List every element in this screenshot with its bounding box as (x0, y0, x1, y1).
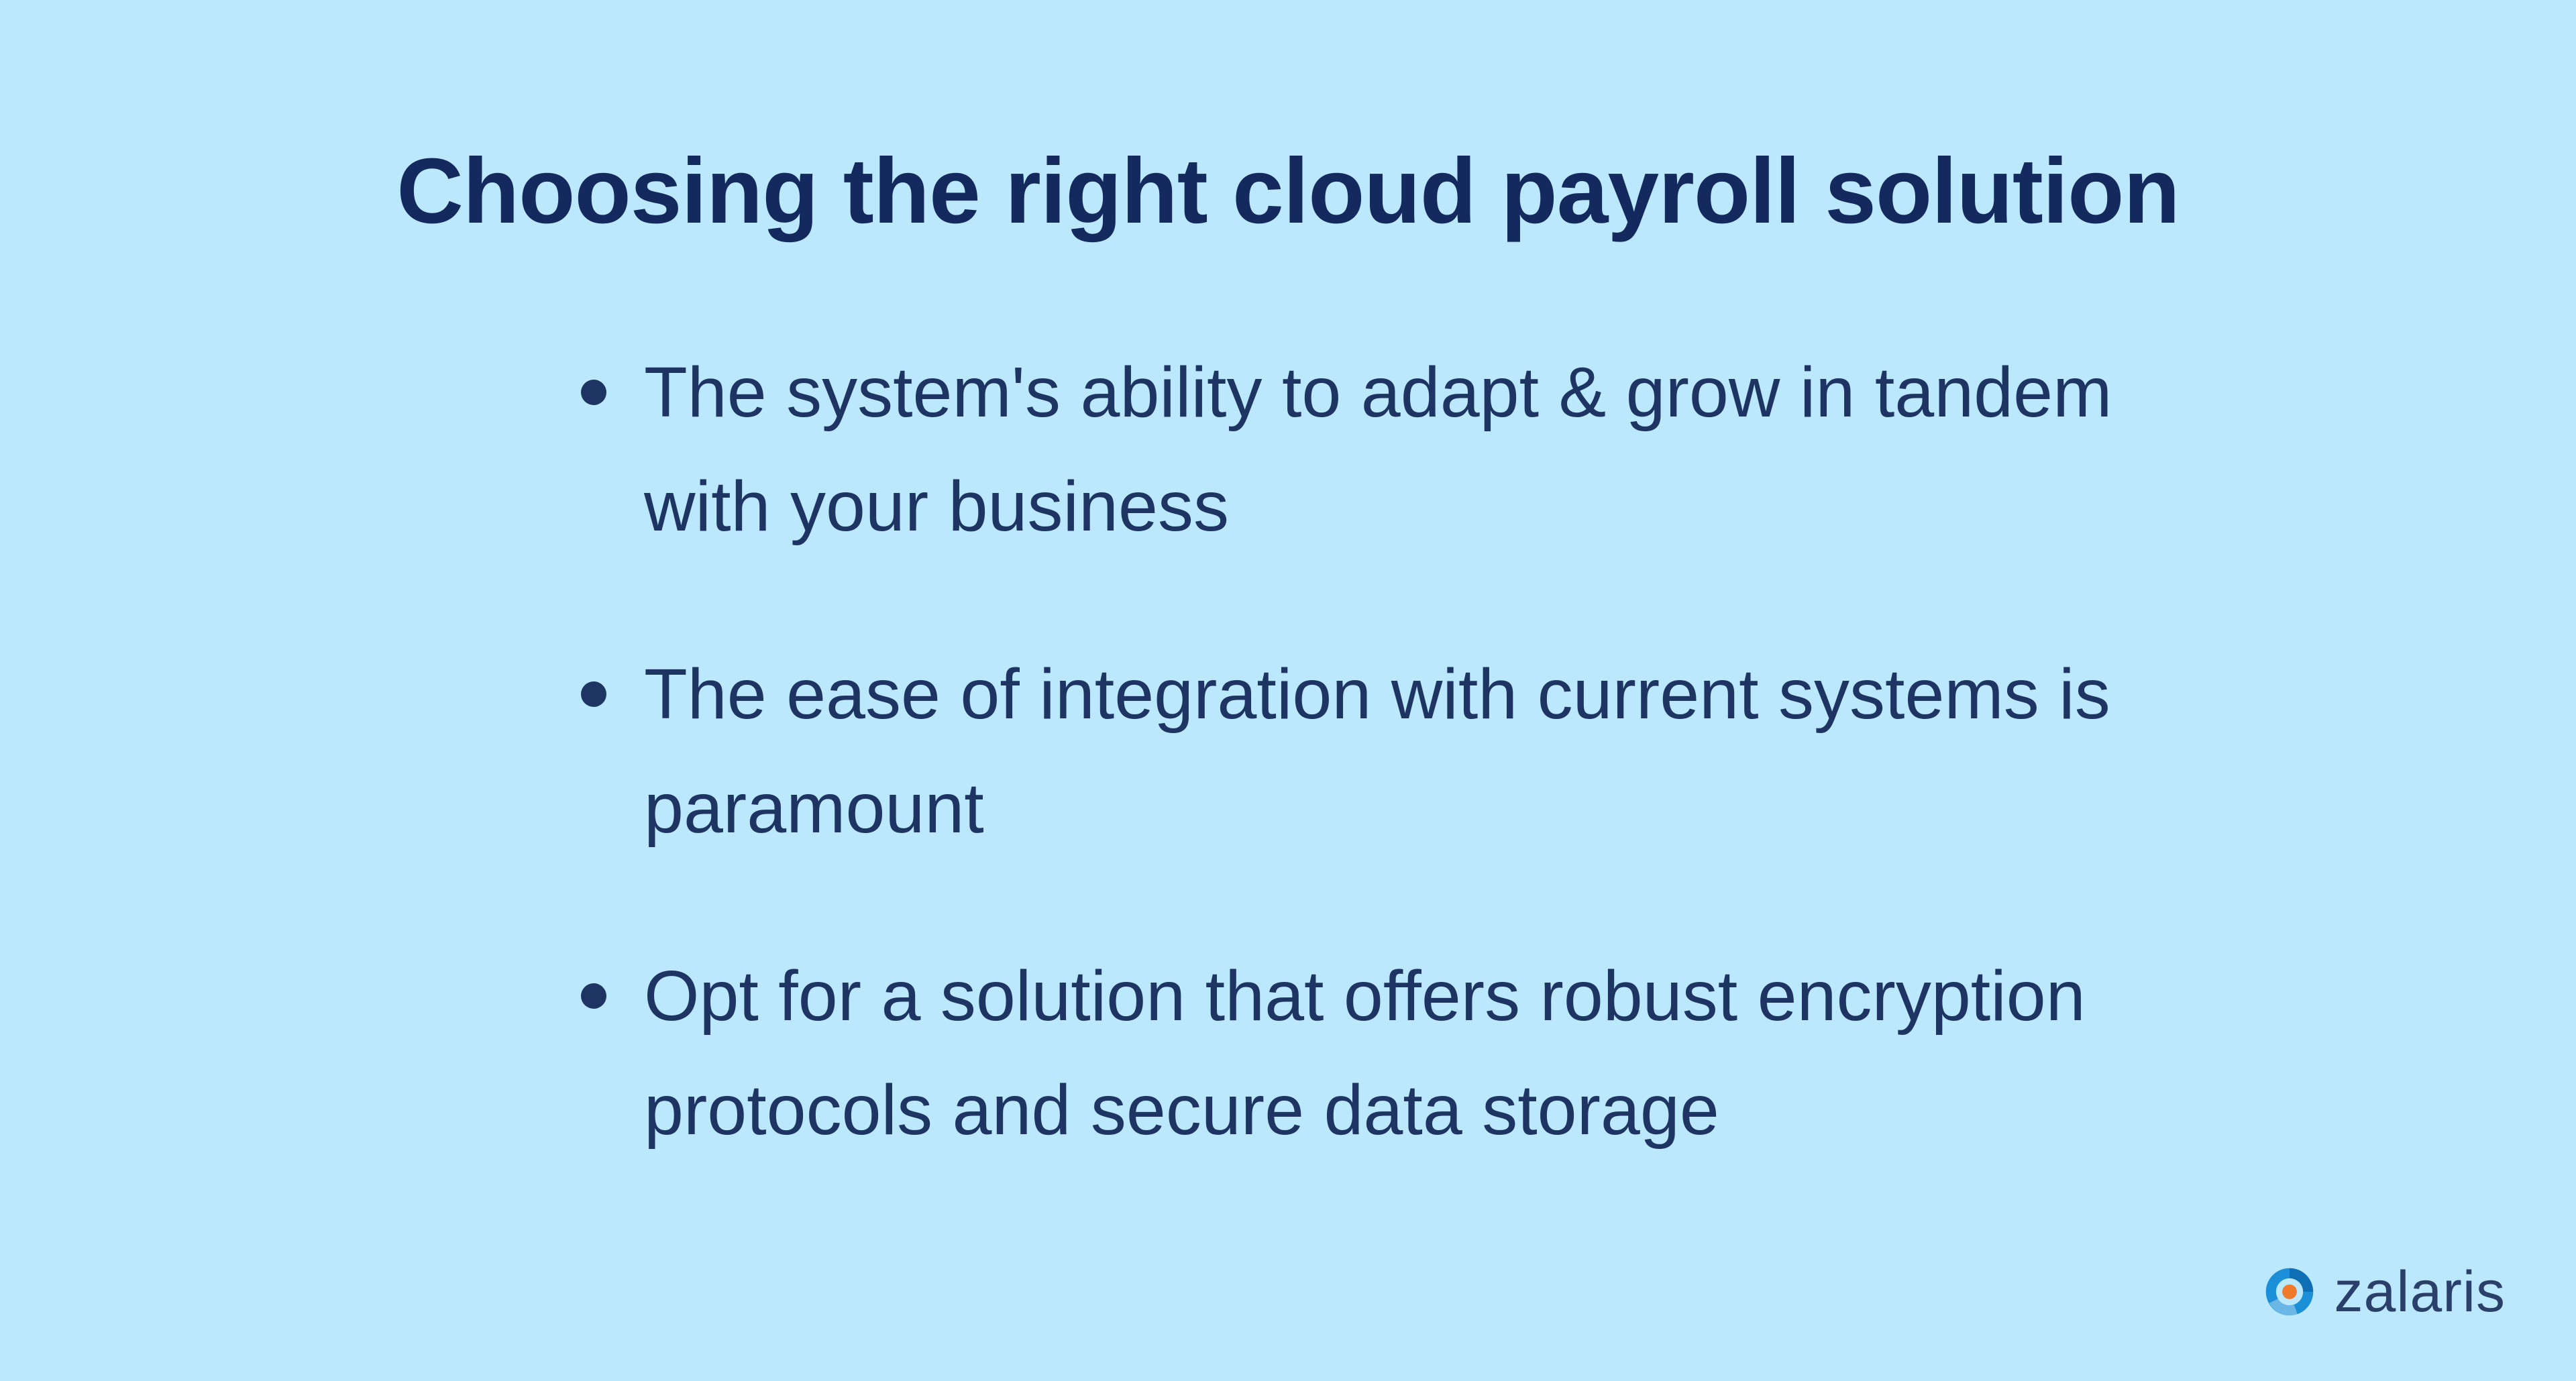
bullet-text: Opt for a solution that offers robust en… (644, 956, 2086, 1150)
slide-title: Choosing the right cloud payroll solutio… (396, 140, 2180, 243)
bullet-dot-icon (581, 380, 606, 405)
brand-name: zalaris (2334, 1260, 2506, 1324)
bullet-item: The ease of integration with current sys… (577, 637, 2120, 865)
bullet-dot-icon (581, 681, 606, 707)
bullet-list: The system's ability to adapt & grow in … (577, 335, 2120, 1241)
bullet-text: The system's ability to adapt & grow in … (644, 353, 2112, 546)
bullet-item: The system's ability to adapt & grow in … (577, 335, 2120, 563)
zalaris-swirl-logo-icon (2266, 1268, 2314, 1316)
bullet-text: The ease of integration with current sys… (644, 655, 2110, 848)
brand-logo: zalaris (2261, 1255, 2506, 1329)
bullet-dot-icon (581, 983, 606, 1009)
bullet-item: Opt for a solution that offers robust en… (577, 939, 2120, 1167)
